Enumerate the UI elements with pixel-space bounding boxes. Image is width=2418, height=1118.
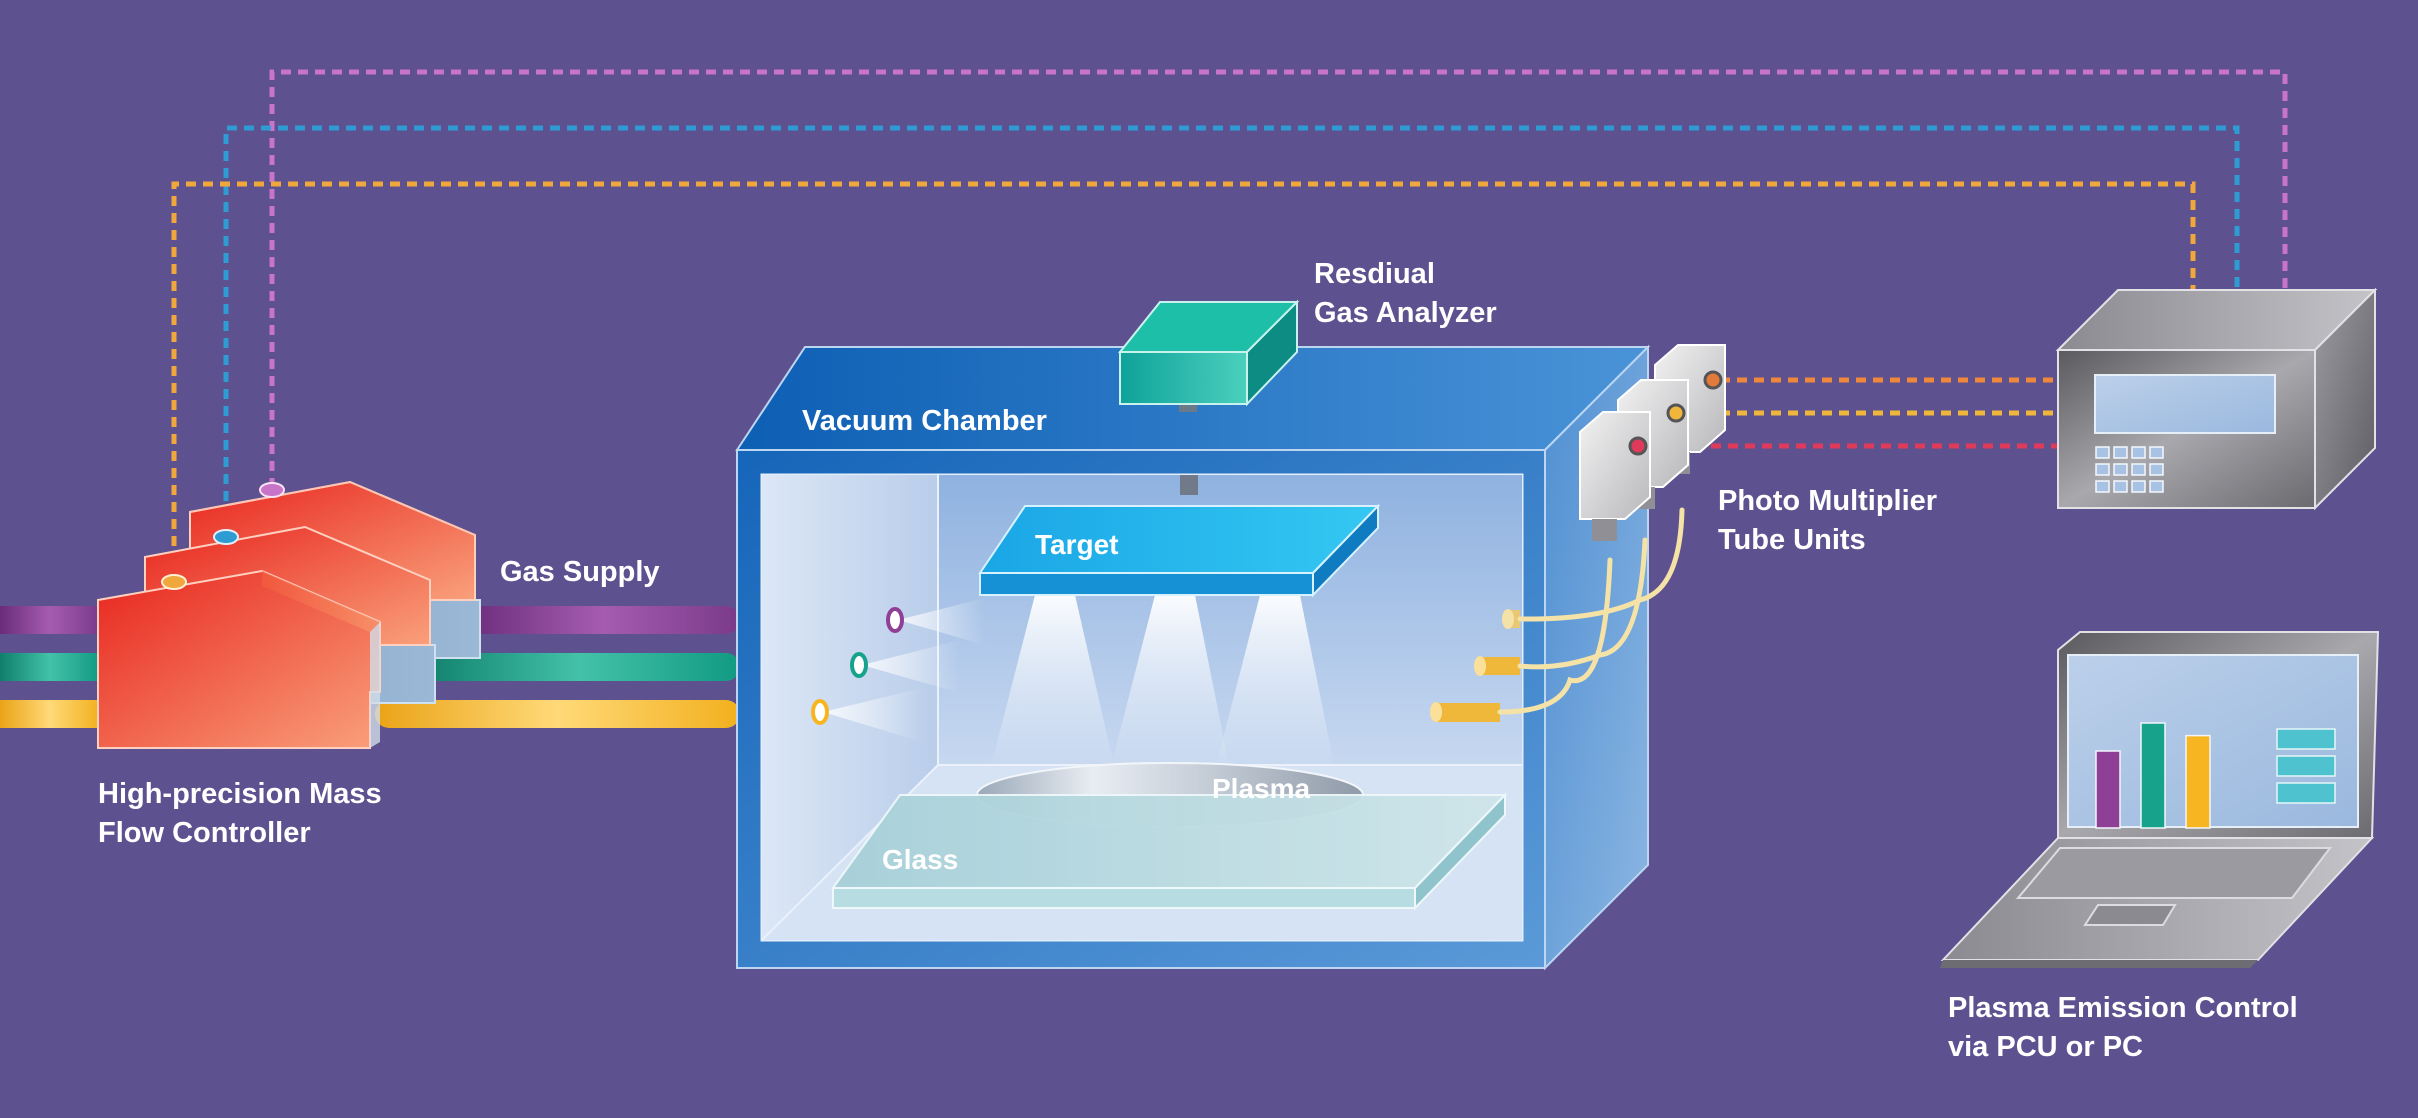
target-front	[979, 572, 1314, 596]
laptop-legend	[2276, 728, 2336, 804]
laptop-bar	[2140, 722, 2166, 829]
mass-flow-controller	[97, 480, 481, 749]
label-rga-line-1: Resdiual	[1314, 258, 1435, 290]
label-photo-multiplier: Photo Multiplier Tube Units	[1718, 482, 1937, 560]
label-mass-flow-controller: High-precision Mass Flow Controller	[98, 775, 382, 853]
label-residual-gas-analyzer: Resdiual Gas Analyzer	[1314, 255, 1497, 333]
laptop-bar-chart	[2095, 722, 2211, 829]
label-mfc-line-1: High-precision Mass	[98, 778, 382, 810]
gas-pipes	[0, 606, 740, 728]
rga-side	[1246, 299, 1298, 407]
gas-pipe-teal-right	[420, 653, 740, 681]
gas-pipe-yellow-right	[375, 700, 740, 728]
pmt-unit-3	[1579, 411, 1651, 541]
gas-pipe-purple-right	[465, 606, 740, 634]
gas-inlet-purple	[886, 607, 904, 633]
optical-ports	[1430, 609, 1520, 722]
gas-pipe-purple-left	[0, 606, 100, 634]
signal-line-orange	[171, 181, 2196, 580]
label-pmt-line-2: Tube Units	[1718, 524, 1866, 556]
glass-substrate	[831, 792, 1508, 911]
target	[978, 475, 1381, 598]
photomultiplier-icon	[1579, 344, 1726, 541]
signal-line-pink	[269, 69, 2288, 488]
gas-inlets	[811, 598, 985, 742]
laptop-trackpad	[2083, 904, 2177, 926]
laptop-base-edge	[1940, 960, 2258, 968]
label-plasma-emission-control: Plasma Emission Control via PCU or PC	[1948, 989, 2298, 1067]
laptop-icon	[1940, 631, 2380, 968]
label-vacuum-chamber: Vacuum Chamber	[802, 405, 1047, 437]
glass-side	[1414, 792, 1506, 911]
signal-lines	[171, 69, 2288, 580]
label-gas-supply: Gas Supply	[500, 556, 660, 588]
pcu-controller	[2055, 287, 2378, 511]
gas-inlet-yellow	[811, 699, 829, 725]
mfc-port-pink	[259, 482, 285, 498]
fiber-cables	[1497, 507, 1685, 715]
rga-front	[1119, 351, 1248, 405]
signal-line-blue	[223, 125, 2240, 535]
laptop-bar	[2095, 750, 2121, 829]
label-plasma: Plasma	[1212, 773, 1311, 804]
residual-gas-analyzer	[1117, 299, 1300, 412]
target-side	[1312, 503, 1379, 598]
label-rga-line-2: Gas Analyzer	[1314, 297, 1497, 329]
label-glass: Glass	[882, 844, 959, 875]
sputter-beams	[990, 595, 1335, 770]
laptop-keyboard	[2015, 847, 2333, 899]
gas-pipe-teal-left	[0, 653, 100, 681]
target-mount	[1180, 475, 1198, 495]
glass-front	[832, 887, 1416, 909]
gas-pipe-yellow-left	[0, 700, 100, 728]
keypad-icon	[2095, 446, 2164, 493]
gas-inlet-teal	[850, 652, 868, 678]
label-pec-line-2: via PCU or PC	[1948, 1031, 2143, 1063]
label-pec-line-1: Plasma Emission Control	[1948, 992, 2298, 1024]
mfc-port-orange	[161, 574, 187, 590]
laptop-bar	[2185, 734, 2211, 829]
mfc-unit-front	[97, 569, 381, 749]
label-mfc-line-2: Flow Controller	[98, 817, 311, 849]
label-pmt-line-1: Photo Multiplier	[1718, 485, 1938, 517]
pcu-display	[2094, 374, 2276, 434]
mfc-port-blue	[213, 529, 239, 545]
label-target: Target	[1035, 529, 1119, 560]
